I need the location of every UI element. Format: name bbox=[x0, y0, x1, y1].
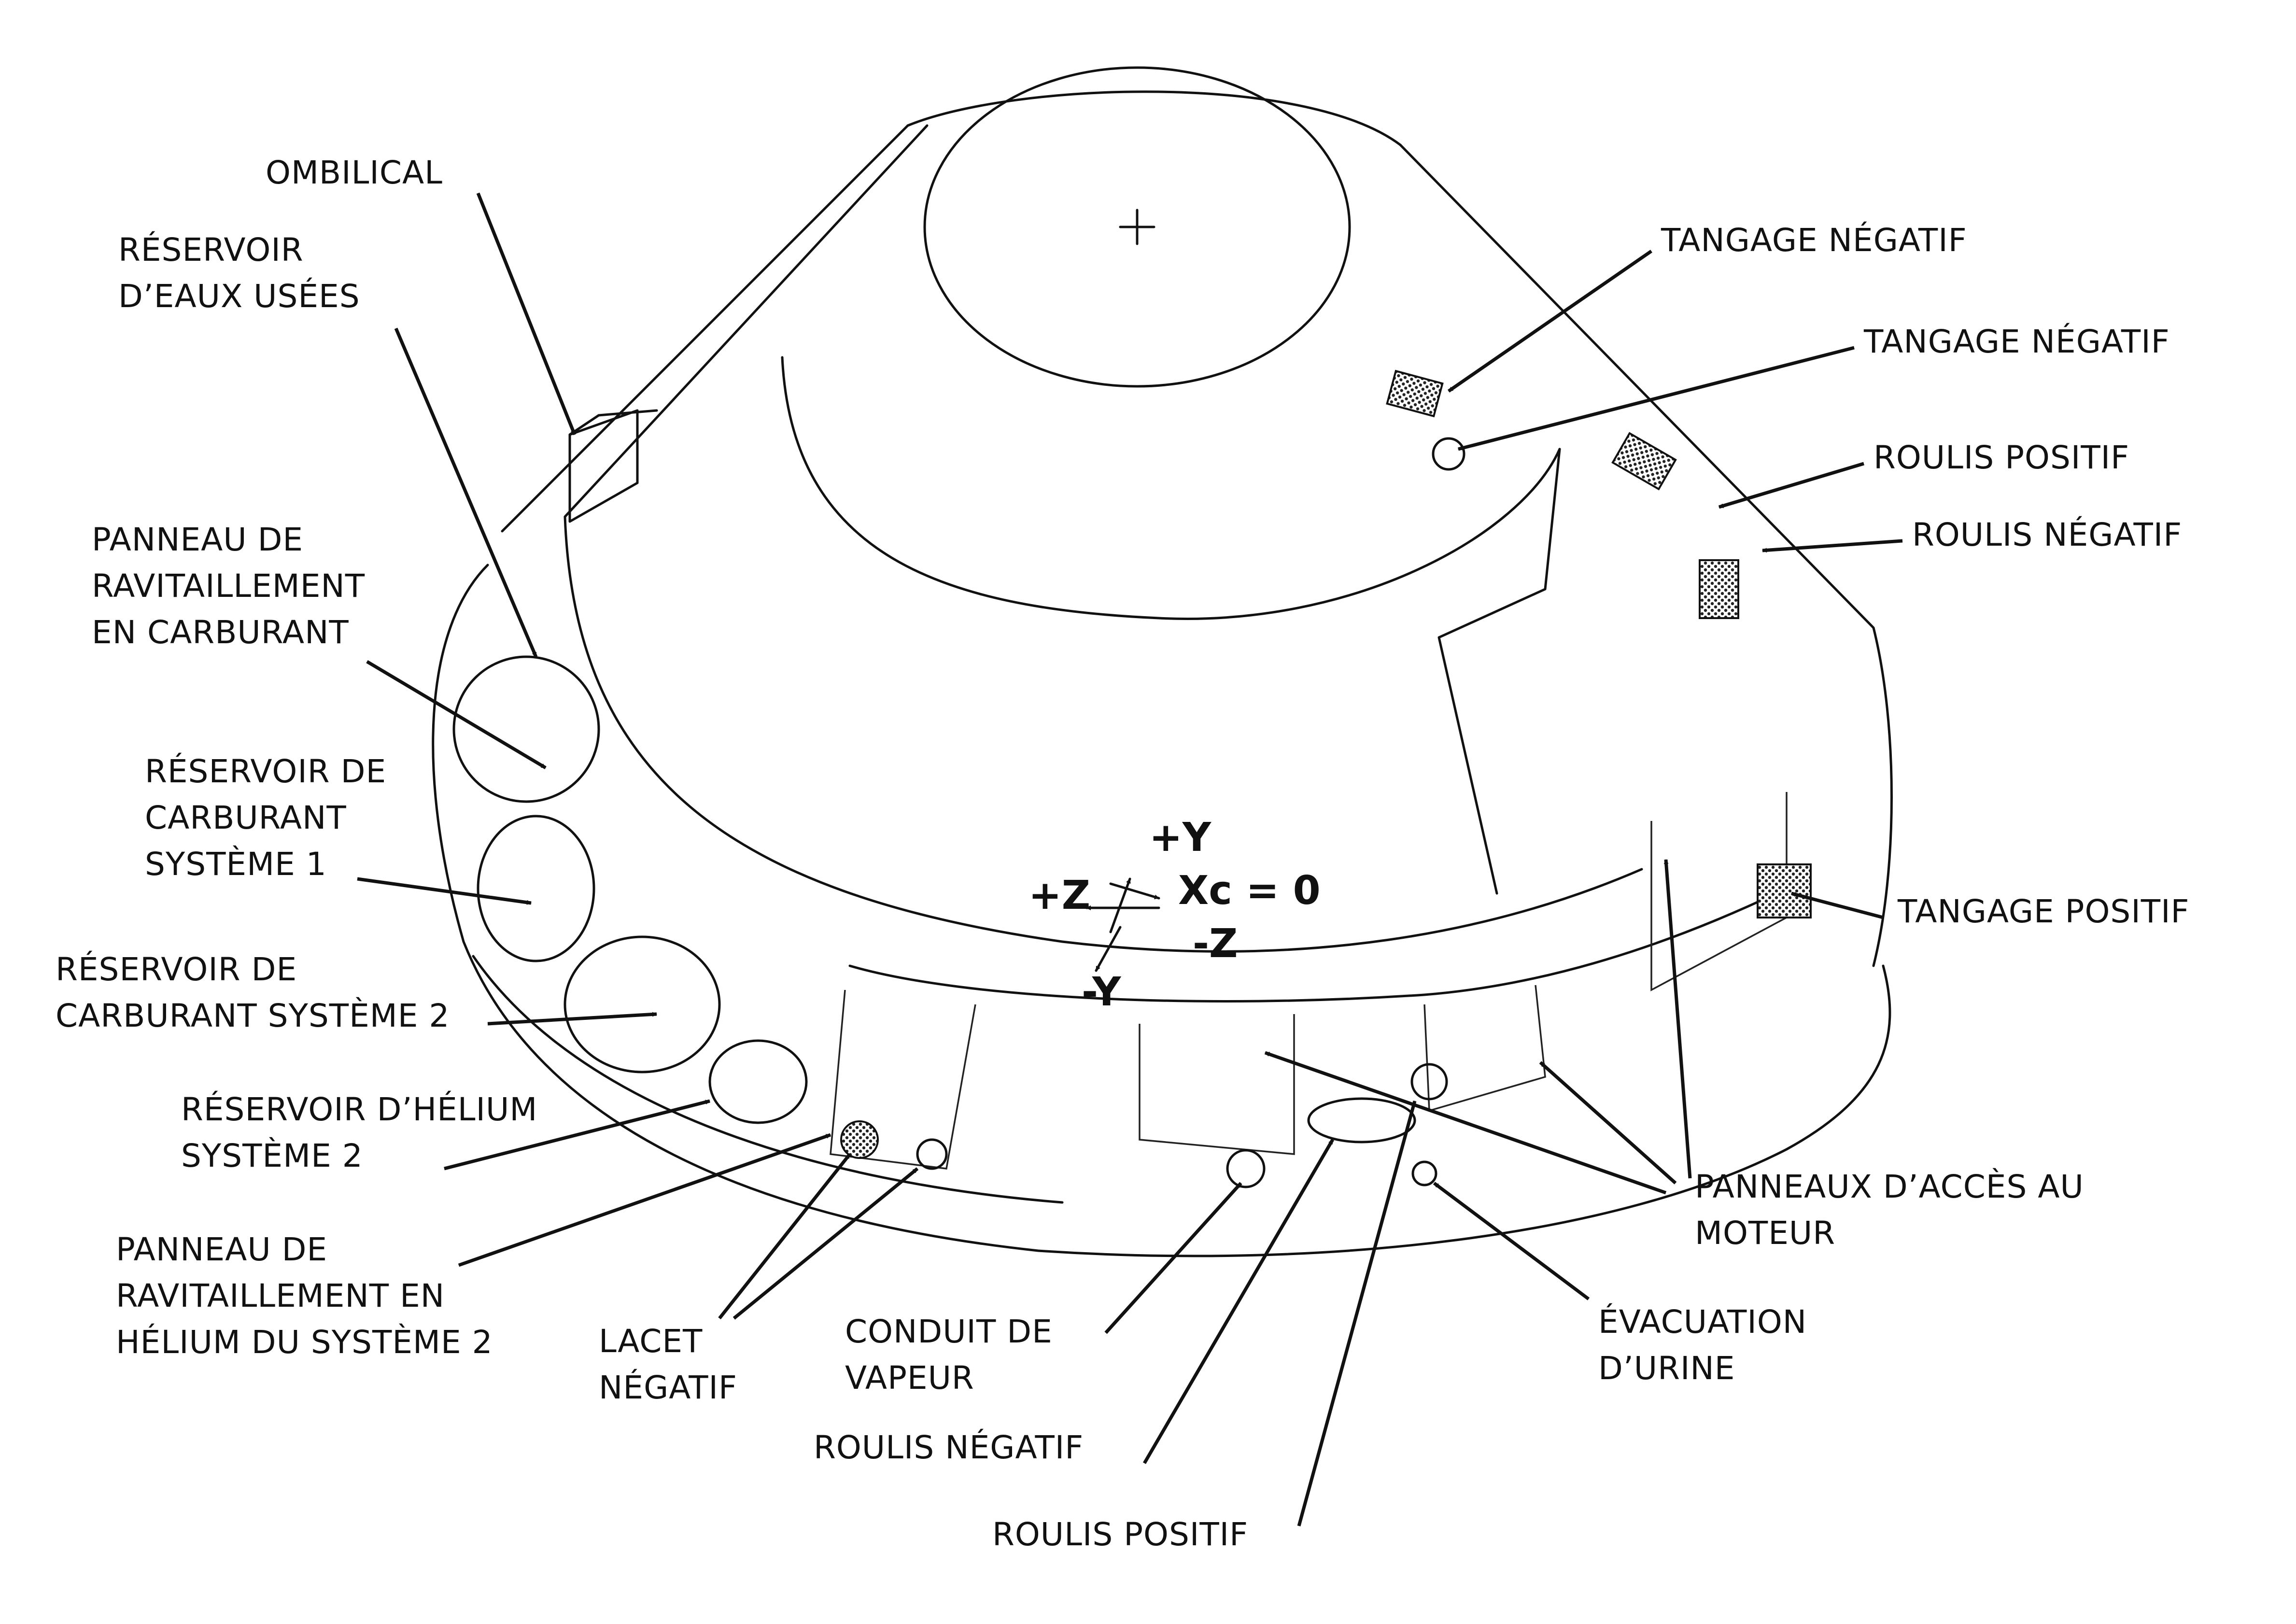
axis-y bbox=[1109, 882, 1160, 900]
axis-label-plus-y: +Y bbox=[1149, 815, 1211, 861]
arrow-tangage-positif bbox=[1791, 891, 1884, 919]
urine-outlet bbox=[1411, 1160, 1437, 1186]
arrow-evacuation-urine bbox=[1433, 1182, 1590, 1300]
label-ombilical: OMBILICAL bbox=[266, 154, 443, 191]
roll-neg-bottom-nozzle bbox=[1307, 1097, 1416, 1144]
label-reservoir-eaux: RÉSERVOIR D’EAUX USÉES bbox=[118, 231, 360, 315]
fuel-tank-2 bbox=[563, 935, 721, 1073]
label-reservoir-carb-1: RÉSERVOIR DE CARBURANT SYSTÈME 1 bbox=[145, 753, 387, 883]
axis-label-xc: Xc = 0 bbox=[1178, 868, 1321, 914]
thruster-yaw-neg-1 bbox=[840, 1120, 879, 1159]
waste-water-tank bbox=[452, 655, 600, 803]
label-roulis-positif-bas: ROULIS POSITIF bbox=[992, 1516, 1249, 1553]
label-lacet-negatif: LACET NÉGATIF bbox=[599, 1323, 737, 1406]
right-panel bbox=[1437, 448, 1561, 895]
label-panneaux-acces: PANNEAUX D’ACCÈS AU MOTEUR bbox=[1695, 1168, 2084, 1252]
mid-cone-curve bbox=[781, 356, 1561, 620]
access-panel-far bbox=[1650, 792, 1788, 991]
arrow-panneaux-acces-2 bbox=[1539, 1061, 1677, 1185]
axis-label-plus-z: +Z bbox=[1028, 873, 1091, 918]
cone-left-edge bbox=[501, 124, 909, 533]
thruster-pitch-neg-1 bbox=[1386, 369, 1444, 418]
label-reservoir-helium-2: RÉSERVOIR D’HÉLIUM SYSTÈME 2 bbox=[181, 1091, 538, 1174]
ombilical-box bbox=[568, 409, 658, 523]
thruster-yaw-neg-2 bbox=[916, 1138, 948, 1170]
cone-right-edge bbox=[1399, 143, 1893, 967]
arrow-roulis-neg-haut bbox=[1762, 539, 1903, 553]
arrow-reservoir-carb-2 bbox=[487, 1012, 657, 1026]
label-reservoir-carb-2: RÉSERVOIR DE CARBURANT SYSTÈME 2 bbox=[56, 951, 450, 1034]
arrow-reservoir-helium bbox=[444, 1099, 710, 1171]
helium-tank-2 bbox=[708, 1039, 808, 1124]
arrow-lacet-2 bbox=[732, 1167, 919, 1320]
mid-cone bbox=[563, 124, 1643, 953]
label-tangage-negatif-2: TANGAGE NÉGATIF bbox=[1864, 323, 2170, 360]
label-roulis-negatif-haut: ROULIS NÉGATIF bbox=[1912, 516, 2183, 553]
thruster-pitch-pos bbox=[1757, 863, 1812, 918]
access-panel-left bbox=[830, 989, 976, 1170]
roll-pos-bottom-nozzle bbox=[1410, 1063, 1448, 1101]
label-panneau-ravit-helium: PANNEAU DE RAVITAILLEMENT EN HÉLIUM DU S… bbox=[116, 1231, 493, 1361]
center-cross bbox=[1119, 209, 1155, 245]
arrow-ombilical bbox=[476, 192, 577, 436]
arrow-panneau-carburant bbox=[366, 660, 547, 770]
thruster-roll-neg-top bbox=[1699, 559, 1739, 619]
arrow-reservoir-eaux bbox=[394, 327, 538, 658]
label-roulis-negatif-bas: ROULIS NÉGATIF bbox=[814, 1429, 1084, 1466]
arrow-lacet-1 bbox=[718, 1153, 851, 1320]
arrow-panneaux-acces-3 bbox=[1264, 1051, 1667, 1195]
arrow-reservoir-carb-1 bbox=[357, 877, 532, 905]
axis-label-minus-z: -Z bbox=[1193, 921, 1238, 967]
arrow-roulis-pos-haut bbox=[1718, 462, 1865, 509]
label-conduit-vapeur: CONDUIT DE VAPEUR bbox=[845, 1313, 1053, 1397]
vapor-duct bbox=[1226, 1149, 1266, 1188]
axis-z bbox=[1095, 926, 1122, 972]
arrow-tangage-neg-1 bbox=[1448, 250, 1652, 393]
label-roulis-positif-haut: ROULIS POSITIF bbox=[1873, 439, 2130, 476]
label-tangage-negatif-1: TANGAGE NÉGATIF bbox=[1661, 222, 1967, 259]
thruster-roll-pos-top bbox=[1611, 432, 1677, 491]
label-panneau-ravit-carburant: PANNEAU DE RAVITAILLEMENT EN CARBURANT bbox=[92, 521, 366, 651]
access-panel-mid bbox=[1139, 1014, 1295, 1155]
axis-y-up bbox=[1109, 877, 1131, 933]
arrow-roulis-neg-bas bbox=[1142, 1139, 1335, 1464]
label-tangage-positif: TANGAGE POSITIF bbox=[1898, 893, 2190, 930]
thruster-pitch-neg-2 bbox=[1432, 437, 1465, 471]
top-dome bbox=[923, 66, 1351, 388]
upper-ring bbox=[906, 90, 1402, 146]
arrow-tangage-neg-2 bbox=[1458, 346, 1855, 451]
arrow-conduit-vapeur bbox=[1104, 1182, 1242, 1334]
axis-label-minus-y: -Y bbox=[1082, 969, 1121, 1015]
access-panel-right bbox=[1423, 985, 1546, 1112]
arrow-roulis-pos-bas bbox=[1297, 1101, 1417, 1526]
arrow-panneau-helium bbox=[458, 1133, 831, 1267]
lower-band bbox=[848, 887, 1788, 1003]
label-evacuation-urine: ÉVACUATION D’URINE bbox=[1598, 1303, 1807, 1387]
base-ring bbox=[432, 564, 1891, 1257]
arrow-panneaux-acces-1 bbox=[1663, 859, 1692, 1179]
fuel-tank-1 bbox=[477, 815, 595, 962]
